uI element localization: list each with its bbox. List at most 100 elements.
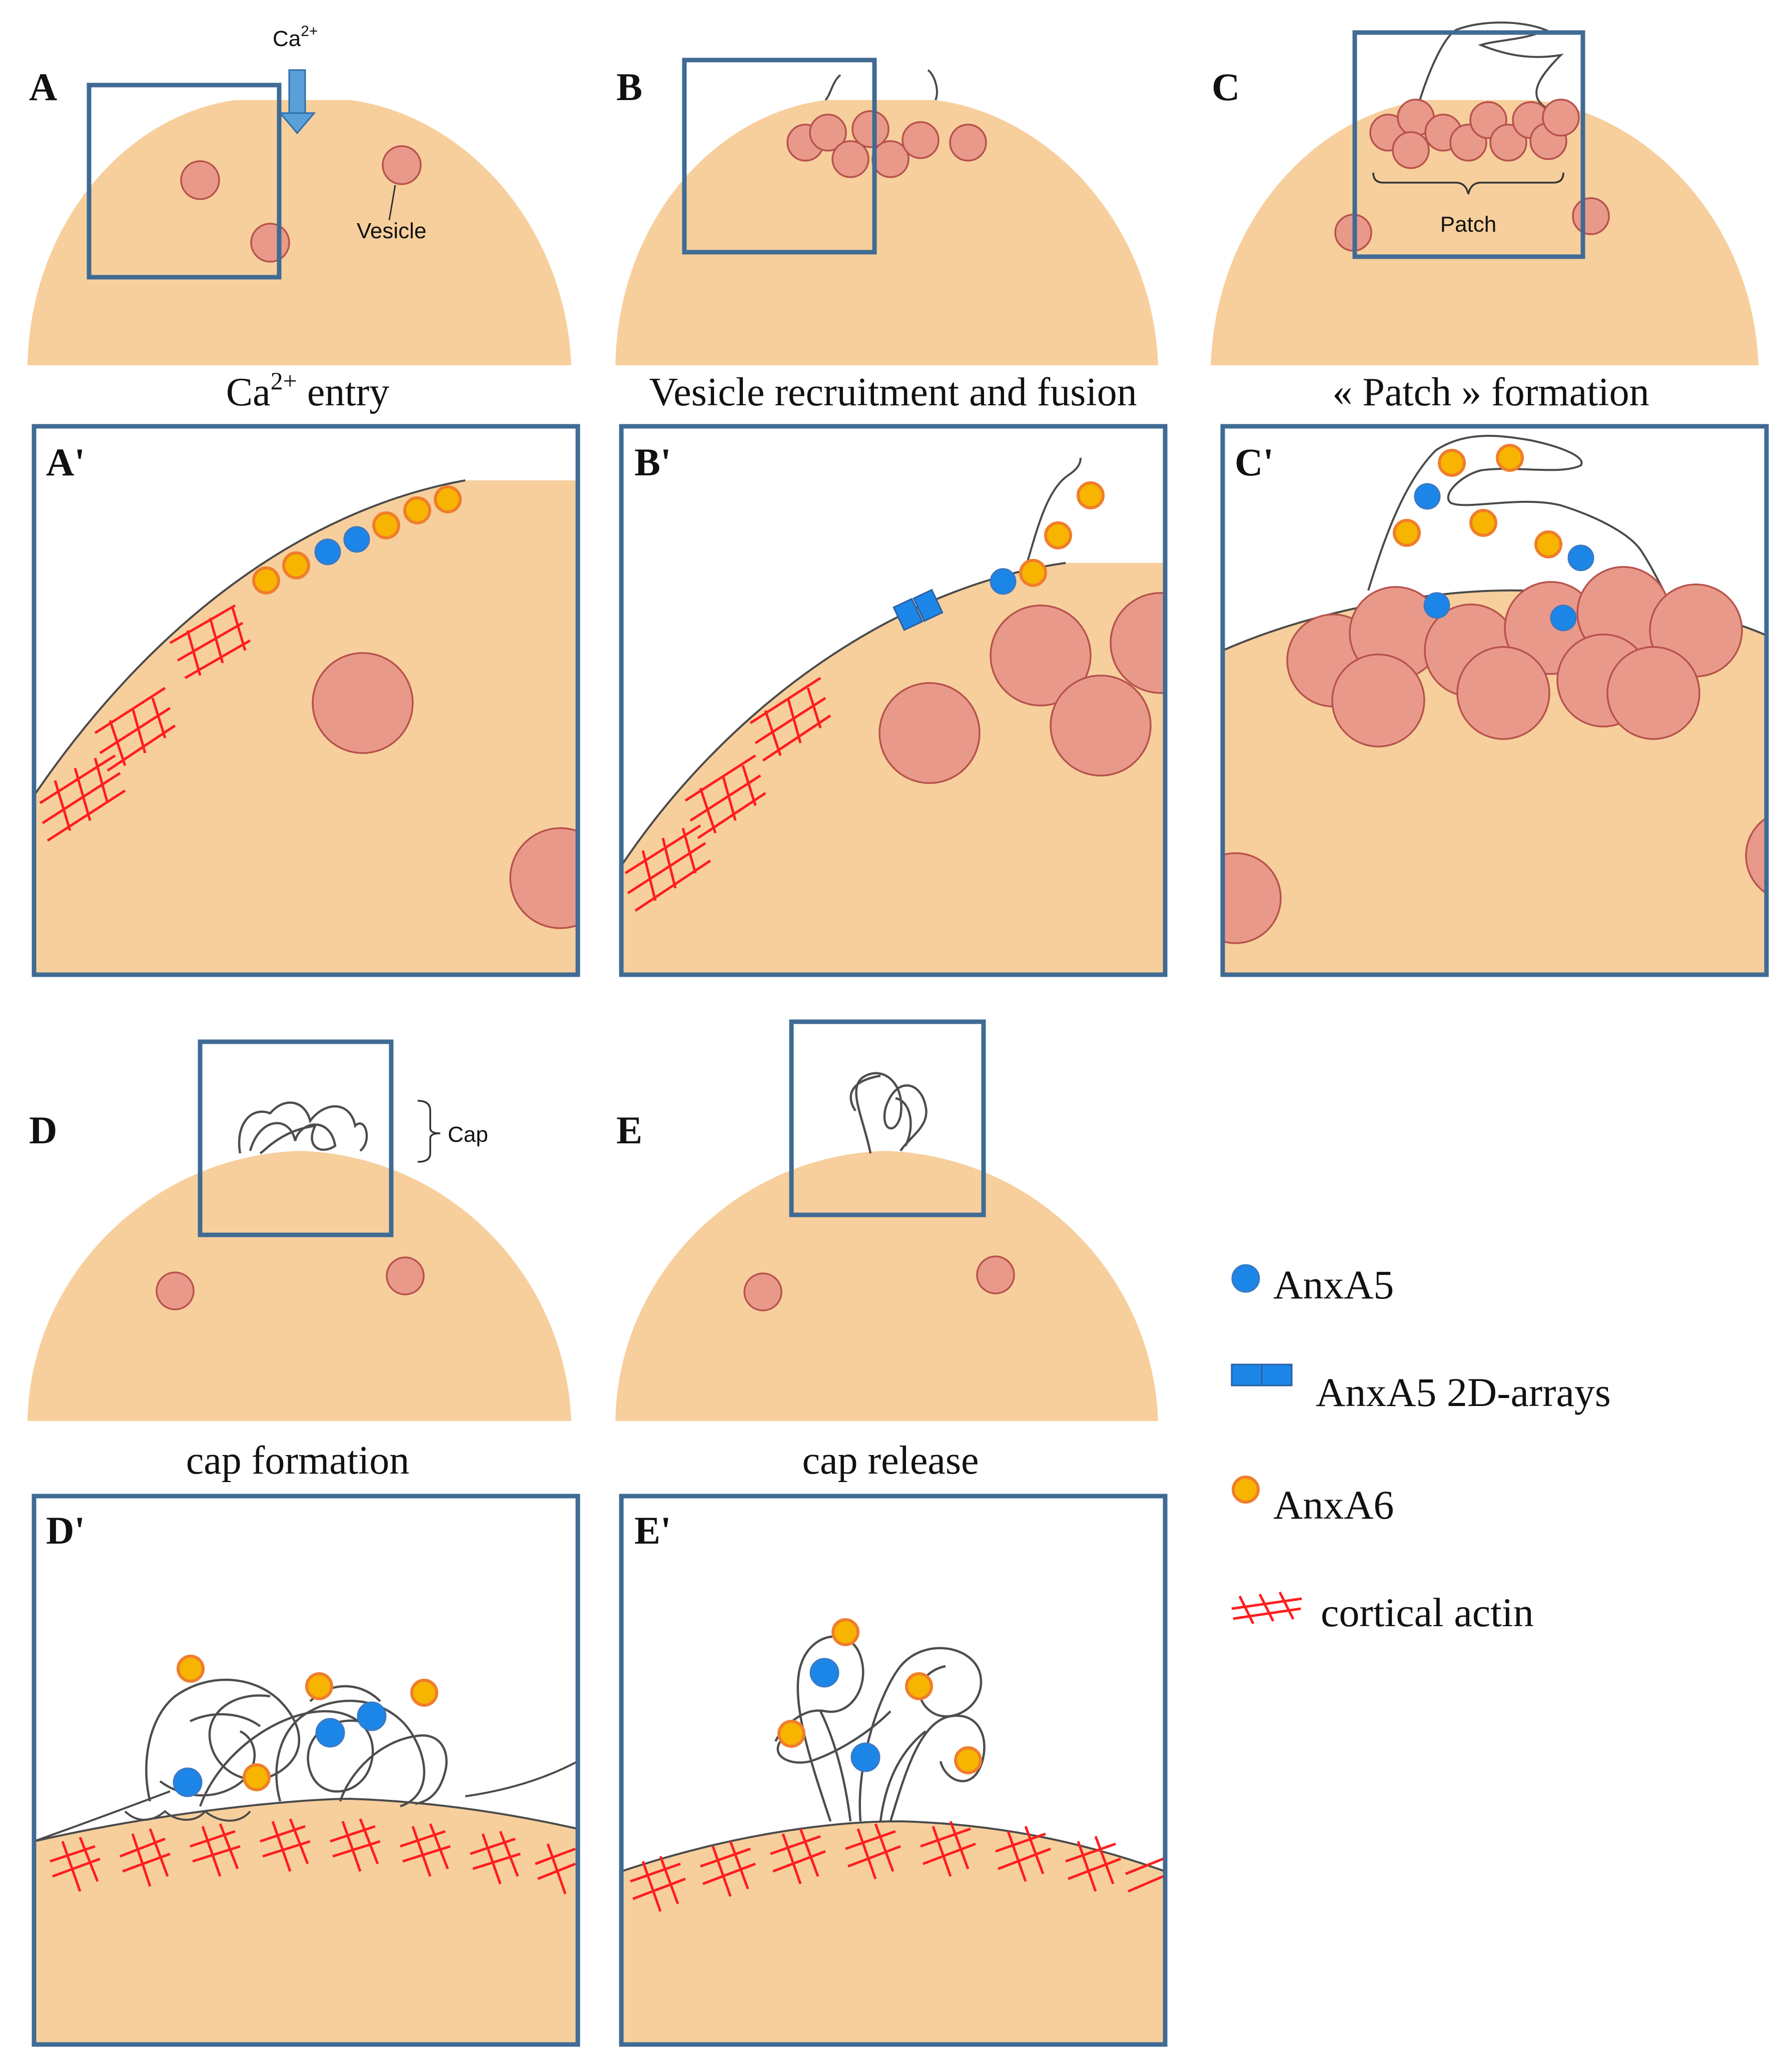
zoom-frame-d-zoom [32,1494,580,2047]
membrane-scallops [124,1810,251,1822]
panel-d: Cap D cap formation [28,1039,571,1483]
membrane-line [621,1820,1165,1872]
legend-label-actin: cortical actin [1321,1590,1534,1635]
legend-item-anxa5: AnxA5 [1231,1262,1394,1307]
cell-a [28,100,571,365]
actin-marker-icon [1231,1591,1302,1625]
cell-e [615,1151,1158,1421]
membrane-edge [465,1760,578,1797]
zoom-frame-e [789,1019,986,1217]
zoom-frame-e-zoom [619,1494,1168,2047]
annexin-group [173,1655,438,1797]
cap-tangle [774,1635,986,1822]
panel-c: Patch C « Patch » formation [1211,22,1758,414]
vesicle-pointer [388,185,396,221]
caption-b: Vesicle recruitment and fusion [649,370,1137,414]
annexin-row [252,485,462,594]
annexin-group [1393,444,1594,631]
patch-brace [1372,172,1564,195]
vesicle [1745,817,1766,895]
zoom-frame-a-zoom [32,424,580,977]
panel-e-zoom: E' [619,1494,1168,2047]
cap-label: Cap [448,1122,488,1147]
vesicle-label: Vesicle [357,219,426,243]
zoom-frame-d [198,1039,394,1237]
panel-letter-a: A [29,65,57,109]
panel-letter-b: B [616,65,642,109]
anxa5-array-marker-icon [1231,1363,1293,1387]
panel-a: Vesicle Ca2+ A Ca2+ entry [28,23,571,414]
zoom-frame-b [682,58,877,255]
patch-label: Patch [1440,212,1497,237]
panel-e: E cap release [615,1019,1158,1483]
cap-tangle [145,1678,448,1808]
panel-letter-a-zoom: A' [46,440,85,484]
vesicle-cluster [786,110,987,178]
vesicle [878,682,981,784]
panel-c-zoom: C' [1220,424,1769,977]
cell-c [1211,100,1758,365]
panel-letter-e-zoom: E' [634,1509,671,1552]
panel-letter-c-zoom: C' [1235,440,1274,484]
cortical-actin [50,1818,576,1894]
panel-b: B Vesicle recruitment and fusion [615,58,1158,414]
cap-tangle [849,1072,928,1154]
anxa5-2d-array [892,588,944,631]
vesicle [312,652,414,754]
legend-label-anxa5: AnxA5 [1273,1262,1394,1307]
vesicle-cluster [1286,566,1743,748]
vesicle [1223,852,1282,944]
membrane-bleb [1417,22,1564,109]
ca-arrow-icon [278,69,316,135]
zoom-frame-c-zoom [1220,424,1769,977]
panel-b-zoom: B' [619,424,1168,977]
annexin-row [990,481,1105,595]
zoom-frame-b-zoom [619,424,1168,977]
vesicle [976,1255,1015,1294]
vesicle [990,604,1092,707]
cortical-actin [39,604,251,842]
caption-c: « Patch » formation [1332,370,1649,414]
zoom-frame-c [1352,30,1585,259]
vesicle [180,160,220,200]
caption-e: cap release [802,1439,979,1483]
cell-d-zoom [34,1799,578,2044]
caption-d: cap formation [186,1439,409,1483]
cell-b [615,100,1158,365]
cap-tangle [238,1101,368,1155]
legend-label-anxa5-arrays: AnxA5 2D-arrays [1316,1369,1611,1415]
zoom-frame-a [87,83,282,280]
panel-d-zoom: D' [32,1494,580,2047]
vesicle [1110,592,1165,694]
annexin-group [777,1618,982,1774]
panel-a-zoom: A' [32,424,580,977]
membrane-line [34,479,466,797]
legend-item-anxa5-arrays: AnxA5 2D-arrays [1231,1363,1611,1415]
vesicle [743,1272,782,1311]
vesicle-cluster [1369,99,1580,169]
cell-a-zoom [34,480,578,975]
vesicle [386,1256,425,1295]
legend-item-actin: cortical actin [1231,1590,1534,1635]
caption-a: Ca2+ entry [226,367,389,414]
cortical-actin [624,676,831,912]
cortical-actin [630,1821,1164,1912]
panel-letter-c: C [1212,65,1240,109]
legend-item-anxa6: AnxA6 [1232,1476,1394,1528]
cell-e-zoom [621,1821,1165,2044]
membrane-bleb [1367,435,1672,606]
vesicle [509,827,578,929]
membrane-edge [824,74,841,101]
vesicle [1572,197,1610,235]
legend: AnxA5 AnxA5 2D-arrays AnxA6 cortical act… [1231,1262,1611,1635]
membrane-edge [34,1790,171,1842]
panel-letter-d-zoom: D' [46,1509,85,1552]
vesicle [1050,674,1152,777]
anxa6-marker-icon [1232,1476,1260,1504]
cap-brace [417,1100,441,1163]
panel-letter-d: D [29,1108,57,1152]
membrane-torn-edge [1025,457,1082,568]
panel-letter-b-zoom: B' [634,440,671,484]
vesicle [382,145,422,185]
